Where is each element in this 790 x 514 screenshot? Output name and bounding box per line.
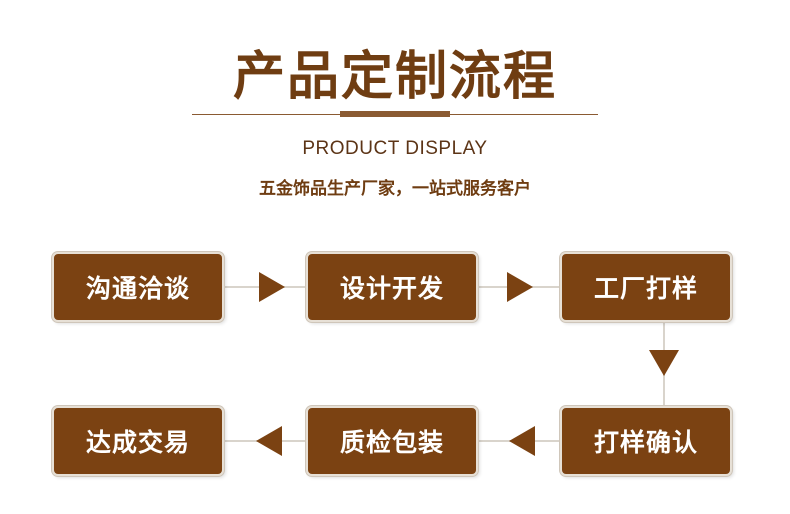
page-tagline: 五金饰品生产厂家，一站式服务客户 xyxy=(259,179,531,199)
step-design: 设计开发 xyxy=(306,252,478,322)
arrow-left-icon xyxy=(256,426,282,456)
arrow-right-icon xyxy=(259,272,285,302)
title-divider-accent xyxy=(340,111,450,117)
arrow-right-icon xyxy=(507,272,533,302)
arrow-left-icon xyxy=(509,426,535,456)
arrow-down-icon xyxy=(649,350,679,376)
step-factory-sample: 工厂打样 xyxy=(560,252,732,322)
step-qc-packaging: 质检包装 xyxy=(306,406,478,476)
step-communicate: 沟通洽谈 xyxy=(52,252,224,322)
page-subtitle: PRODUCT DISPLAY xyxy=(302,138,488,159)
step-sample-confirm: 打样确认 xyxy=(560,406,732,476)
page-title: 产品定制流程 xyxy=(232,47,557,107)
step-deal: 达成交易 xyxy=(52,406,224,476)
